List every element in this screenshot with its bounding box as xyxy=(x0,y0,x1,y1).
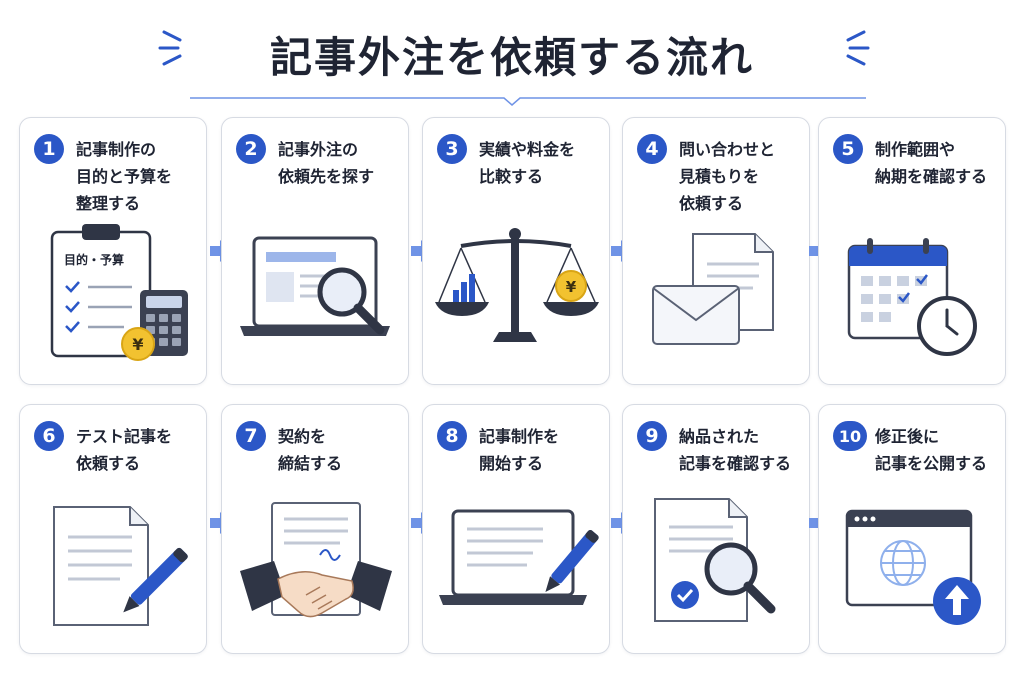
step-card-7: 7 契約を 締結する xyxy=(221,404,409,654)
step-label: 契約を 締結する xyxy=(278,427,343,473)
step-card-4: 4 問い合わせと 見積もりを 依頼する xyxy=(622,117,810,385)
step-card-6: 6 テスト記事を 依頼する xyxy=(19,404,207,654)
step-label: 制作範囲や 納期を確認する xyxy=(875,140,988,186)
step-card-5: 5 制作範囲や 納期を確認する xyxy=(818,117,1006,385)
clipboard-title: 目的・予算 xyxy=(64,252,124,267)
laptop-magnifier-icon xyxy=(240,236,390,336)
title-underline xyxy=(190,97,866,106)
document-check-magnifier-icon xyxy=(654,498,776,622)
step-number: 2 xyxy=(236,134,266,164)
laptop-pen-icon xyxy=(439,509,599,605)
browser-globe-upload-icon xyxy=(845,509,981,625)
step-number: 10 xyxy=(833,421,867,451)
clipboard-calculator-icon: 目的・予算 ¥ xyxy=(50,224,188,361)
step-label: 修正後に 記事を公開する xyxy=(875,427,988,473)
step-number: 6 xyxy=(34,421,64,451)
handshake-contract-icon xyxy=(240,502,392,618)
title-area: 記事外注を依頼する流れ xyxy=(0,0,1024,110)
step-label: 実績や料金を 比較する xyxy=(479,140,576,186)
step-label: 納品された 記事を確認する xyxy=(679,427,792,473)
balance-scale-icon: ¥ xyxy=(435,228,599,342)
step-card-8: 8 記事制作を 開始する xyxy=(422,404,610,654)
step-number: 8 xyxy=(437,421,467,451)
yen-symbol: ¥ xyxy=(132,335,143,354)
document-pen-icon xyxy=(53,506,188,626)
step-card-10: 10 修正後に 記事を公開する xyxy=(818,404,1006,654)
step-number: 3 xyxy=(437,134,467,164)
step-card-3: 3 実績や料金を 比較する ¥ xyxy=(422,117,610,385)
step-number: 7 xyxy=(236,421,266,451)
step-number: 1 xyxy=(34,134,64,164)
page-title: 記事外注を依頼する流れ xyxy=(269,33,754,82)
step-label: 記事外注の 依頼先を探す xyxy=(278,140,375,186)
sparkle-left-icon xyxy=(158,30,182,66)
yen-symbol: ¥ xyxy=(566,278,577,296)
step-card-9: 9 納品された 記事を確認する xyxy=(622,404,810,654)
step-number: 9 xyxy=(637,421,667,451)
step-label: 問い合わせと 見積もりを 依頼する xyxy=(679,140,776,213)
step-number: 4 xyxy=(637,134,667,164)
step-label: 記事制作を 開始する xyxy=(479,427,560,473)
step-card-1: 1 記事制作の 目的と予算を 整理する 目的・予算 ¥ xyxy=(19,117,207,385)
step-card-2: 2 記事外注の 依頼先を探す xyxy=(221,117,409,385)
step-number: 5 xyxy=(833,134,863,164)
envelope-document-icon xyxy=(652,233,774,345)
calendar-clock-icon xyxy=(847,238,977,356)
step-label: テスト記事を 依頼する xyxy=(76,427,173,473)
sparkle-right-icon xyxy=(846,30,870,66)
step-label: 記事制作の 目的と予算を 整理する xyxy=(76,140,173,213)
